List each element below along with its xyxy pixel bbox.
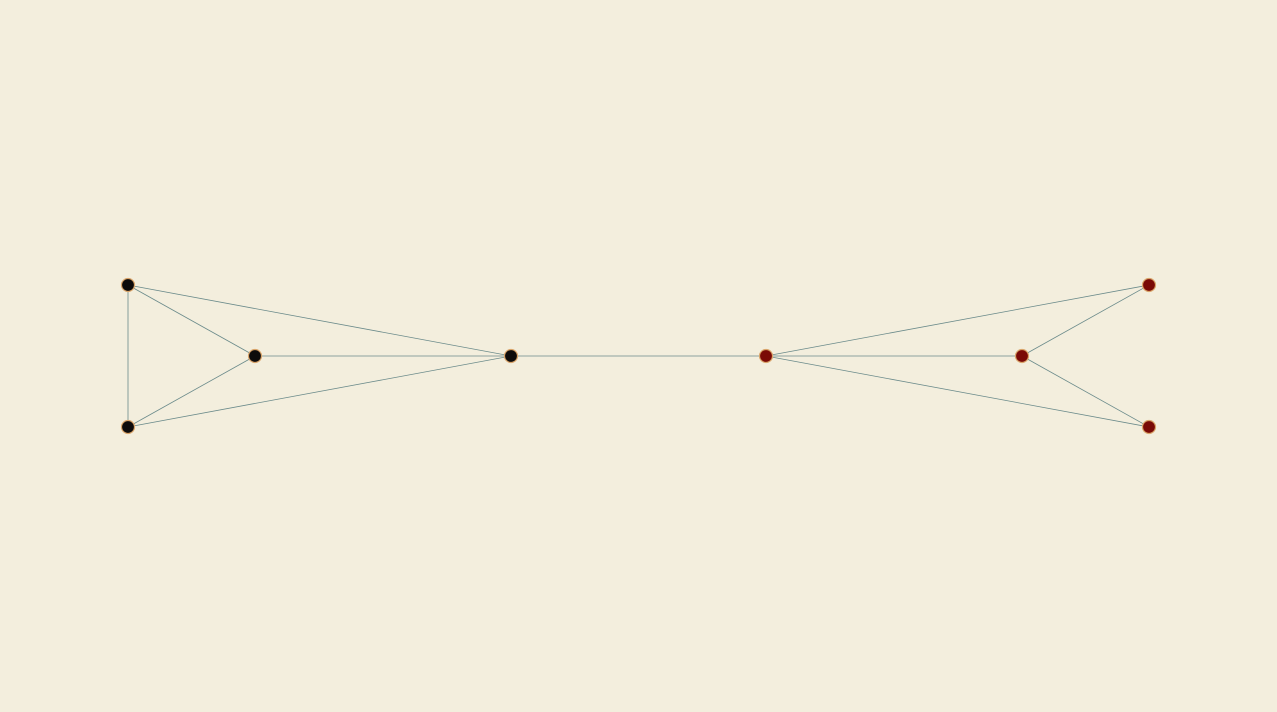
graph-node-n7[interactable] [1014,348,1030,364]
graph-nodes [120,277,1157,435]
graph-edge-n5-n8 [765,355,1150,428]
graph-edges [127,284,1150,428]
graph-edge-n5-n6 [765,284,1150,357]
graph-edge-n2-n3 [127,355,256,428]
graph-node-n2[interactable] [120,419,136,435]
graph-node-n4[interactable] [503,348,519,364]
graph-node-n5[interactable] [758,348,774,364]
graph-node-n3[interactable] [247,348,263,364]
graph-node-n8[interactable] [1141,419,1157,435]
graph-edge-n1-n4 [127,284,512,357]
graph-node-n1[interactable] [120,277,136,293]
graph-edge-n7-n8 [1021,355,1150,428]
graph-node-n6[interactable] [1141,277,1157,293]
graph-edge-n1-n3 [127,284,256,357]
graph-edge-n6-n7 [1021,284,1150,357]
graph-edge-n2-n4 [127,355,512,428]
